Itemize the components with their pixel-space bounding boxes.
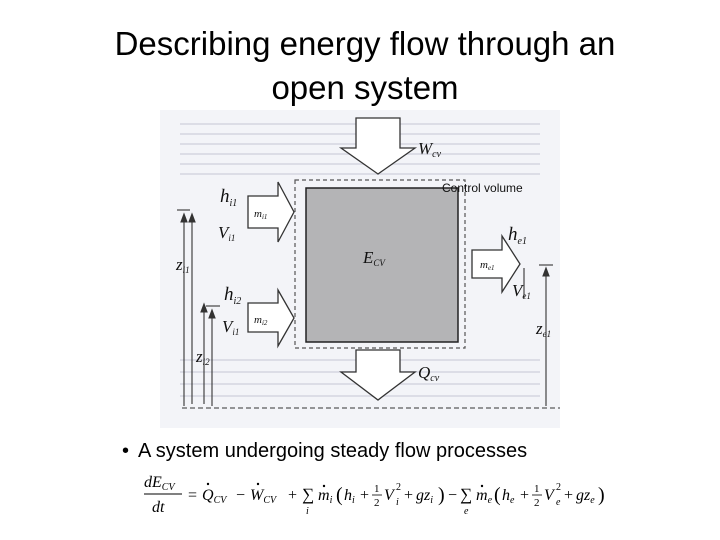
eq-w-term: WCV <box>250 487 278 506</box>
inlet-1-m-label: mi1 <box>254 208 267 221</box>
eq-plus-4: + <box>520 487 529 504</box>
diagram-svg: Wcv Qcv ECV Control volume hi1 mi1 Vi1 z… <box>175 117 560 409</box>
work-arrow <box>338 117 418 175</box>
control-volume-label: Control volume <box>442 181 523 195</box>
eq-q-term: QCV <box>202 487 228 506</box>
eq-m-inlet-dot <box>322 484 326 488</box>
eq-v-inlet-sq: 2 <box>396 482 401 493</box>
exit-1-m-label: me1 <box>480 259 495 272</box>
control-volume-boundary <box>294 179 466 349</box>
eq-w-dot <box>256 482 260 486</box>
exit-1-v-label: Ve1 <box>512 281 531 301</box>
exit-1-z-label: ze1 <box>535 319 551 339</box>
eq-sum-inlets-index: i <box>306 506 309 517</box>
eq-m-inlet: mi <box>318 487 333 506</box>
energy-box <box>305 187 459 343</box>
eq-v-inlet-sub: i <box>396 497 399 508</box>
energy-label: ECV <box>362 248 386 268</box>
slide-title-line-1: Describing energy flow through an <box>114 25 616 62</box>
inlet-2-z-label: zi2 <box>195 347 210 367</box>
eq-v-exit: V <box>544 487 556 504</box>
eq-open-paren-2: ( <box>494 484 501 506</box>
inlet-1-v-label: Vi1 <box>218 223 235 243</box>
eq-gz-exit: gze <box>576 487 595 506</box>
eq-close-paren-1: ) <box>438 484 445 506</box>
eq-v-exit-sub: e <box>556 497 561 508</box>
inlet-2-v-label: Vi1 <box>222 317 239 337</box>
eq-q-dot <box>206 482 210 486</box>
inlet-1-h-label: hi1 <box>220 186 237 209</box>
inlet-1-z-label: zi1 <box>175 255 190 275</box>
inlet-2-h-label: hi2 <box>224 284 241 307</box>
work-label: Wcv <box>418 139 442 160</box>
exit-1-h-label: he1 <box>508 224 527 247</box>
eq-sum-inlets: ∑ <box>302 485 314 504</box>
eq-equals: = <box>188 487 197 504</box>
eq-open-paren-1: ( <box>336 484 343 506</box>
elevation-markers <box>177 209 560 409</box>
exit-1-arrow <box>471 233 521 295</box>
eq-m-exit: me <box>476 487 493 506</box>
eq-v-exit-sq: 2 <box>556 482 561 493</box>
eq-gz-inlet: gzi <box>416 487 433 506</box>
eq-close-paren-2: ) <box>598 484 605 506</box>
slide-title: Describing energy flow through an open s… <box>0 22 720 110</box>
inlet-2-m-label: mi2 <box>254 314 268 327</box>
eq-minus-2: − <box>448 487 457 504</box>
bullet-marker: • <box>122 440 130 462</box>
eq-h-inlet: hi <box>344 487 355 506</box>
eq-h-exit: he <box>502 487 515 506</box>
equation-svg: dECV dt = QCV − WCV + ∑ i mi ( hi + 1 2 … <box>144 474 605 517</box>
eq-plus-2: + <box>360 487 369 504</box>
eq-plus-1: + <box>288 487 297 504</box>
eq-v-inlet: V <box>384 487 396 504</box>
heat-arrow <box>339 349 417 401</box>
steady-flow-energy-equation: dECV dt = QCV − WCV + ∑ i mi ( hi + 1 2 … <box>142 470 612 520</box>
eq-lhs-denominator: dt <box>152 499 165 516</box>
inlet-1-arrow <box>247 181 295 243</box>
eq-half-den-1: 2 <box>374 497 380 509</box>
eq-sum-exits-index: e <box>464 506 469 517</box>
eq-half-num-1: 1 <box>374 483 380 495</box>
eq-half-den-2: 2 <box>534 497 540 509</box>
eq-lhs-numerator: dECV <box>144 474 176 493</box>
bullet-text: A system undergoing steady flow processe… <box>138 440 528 462</box>
heat-label: Qcv <box>418 363 440 384</box>
inlet-2-arrow <box>247 287 295 349</box>
slide-title-line-2: open system <box>271 69 459 106</box>
bullet-point: • A system undergoing steady flow process… <box>122 440 527 463</box>
eq-half-num-2: 1 <box>534 483 540 495</box>
eq-plus-5: + <box>564 487 573 504</box>
eq-m-exit-dot <box>480 484 484 488</box>
control-volume-diagram: Wcv Qcv ECV Control volume hi1 mi1 Vi1 z… <box>160 110 560 428</box>
eq-sum-exits: ∑ <box>460 485 472 504</box>
eq-minus-1: − <box>236 487 245 504</box>
eq-plus-3: + <box>404 487 413 504</box>
